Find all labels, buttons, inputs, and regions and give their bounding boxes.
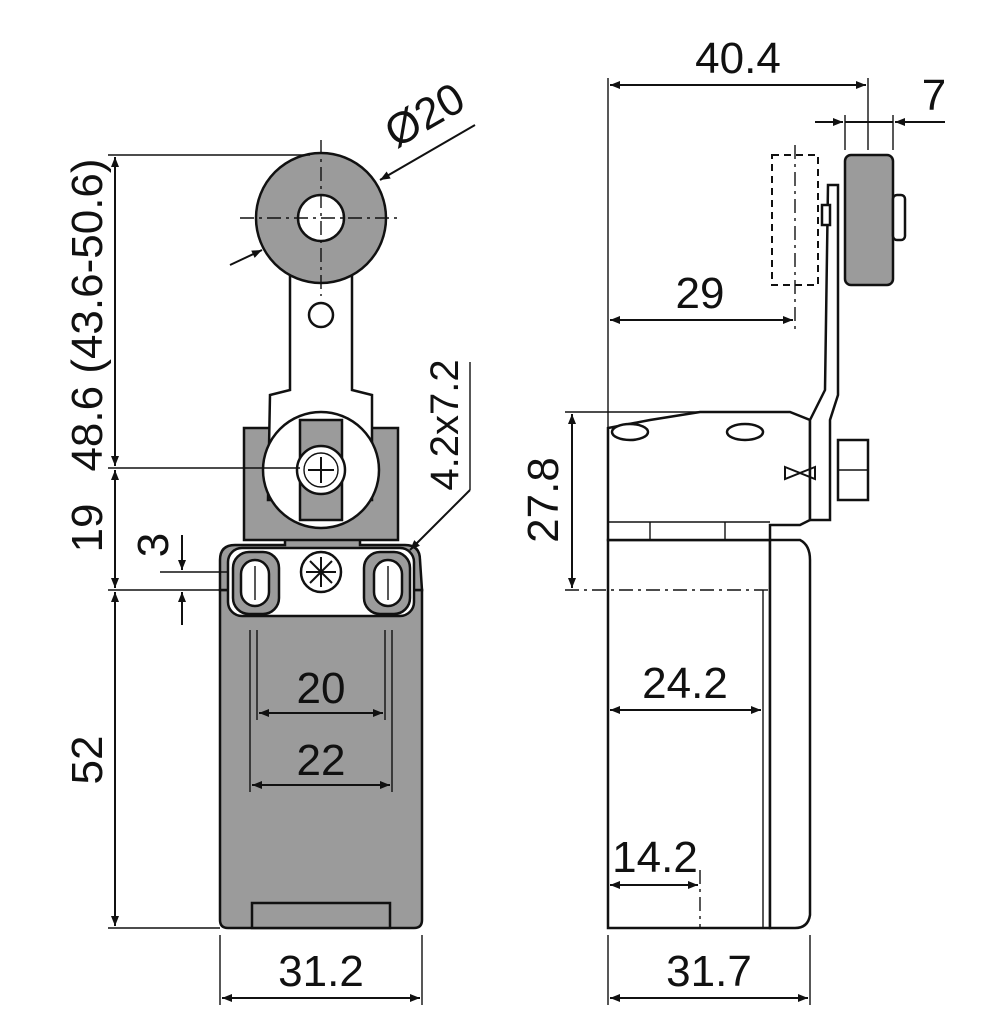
dim-bottom-depth: 14.2 [612, 833, 698, 882]
left-slot [231, 550, 281, 616]
dim-mount-depth: 24.2 [642, 659, 728, 708]
front-view: 48.6 (43.6-50.6) 19 3 52 Ø20 4.2x7.2 20 … [63, 73, 476, 1005]
front-bottom-step [250, 901, 392, 930]
dim-roller-diameter: Ø20 [376, 73, 473, 157]
dim-front-width: 31.2 [278, 947, 364, 996]
dim-head-side-height: 27.8 [519, 457, 568, 543]
dim-head-height: 19 [63, 504, 112, 553]
side-lever [808, 183, 840, 522]
dim-slot-size: 4.2x7.2 [423, 359, 467, 490]
dim-slot-offset: 3 [129, 533, 178, 557]
dim-hole-spacing: 20 [297, 664, 346, 713]
right-slot [362, 550, 412, 616]
dim-side-width: 31.7 [666, 947, 752, 996]
dim-total-depth: 40.4 [695, 34, 781, 83]
dim-body-height: 52 [63, 736, 112, 785]
pivot-screw-icon [295, 444, 347, 496]
dim-lever-length: 48.6 (43.6-50.6) [63, 158, 112, 471]
side-cover [768, 538, 812, 930]
side-roller [843, 153, 895, 287]
center-screw-icon [299, 550, 343, 594]
dim-left-stack [108, 154, 310, 929]
roller-wheel [240, 140, 400, 296]
dim-body-inner: 22 [297, 736, 346, 785]
front-body [218, 588, 424, 930]
side-view: 40.4 7 29 27.8 24.2 14.2 31.7 [519, 34, 946, 1005]
dim-roller-width: 7 [922, 71, 946, 120]
dim-roller-axis-depth: 29 [676, 269, 725, 318]
